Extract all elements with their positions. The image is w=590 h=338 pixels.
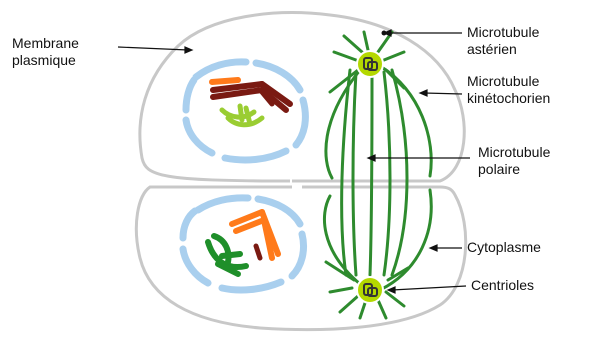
label-membrane-line2: plasmique xyxy=(12,52,79,69)
label-membrane: Membrane plasmique xyxy=(12,35,79,69)
label-centrioles: Centrioles xyxy=(471,277,534,294)
lower-chromosome-green xyxy=(208,236,246,274)
label-aster: Microtubule astérien xyxy=(467,24,539,58)
upper-chromosome-lime xyxy=(222,106,262,125)
label-aster-line2: astérien xyxy=(467,41,539,58)
label-aster-line1: Microtubule xyxy=(467,24,539,41)
label-polar-line1: Microtubule xyxy=(478,144,550,161)
lower-centrosome xyxy=(357,277,383,303)
label-kinetochore-line2: kinétochorien xyxy=(467,90,550,107)
label-kinetochore-line1: Microtubule xyxy=(467,73,550,90)
label-polar: Microtubule polaire xyxy=(478,144,550,178)
upper-chromosome-orange xyxy=(212,80,238,82)
label-polar-line2: polaire xyxy=(478,161,550,178)
lower-nuclear-envelope xyxy=(183,198,304,290)
label-kinetochore: Microtubule kinétochorien xyxy=(467,73,550,107)
label-cytoplasm: Cytoplasme xyxy=(467,239,541,256)
label-membrane-line1: Membrane xyxy=(12,35,79,52)
leader-lines xyxy=(118,30,470,293)
upper-chromosome-dark-red xyxy=(213,84,290,110)
lower-chromosome-orange xyxy=(232,212,278,258)
upper-centrosome xyxy=(357,51,383,77)
